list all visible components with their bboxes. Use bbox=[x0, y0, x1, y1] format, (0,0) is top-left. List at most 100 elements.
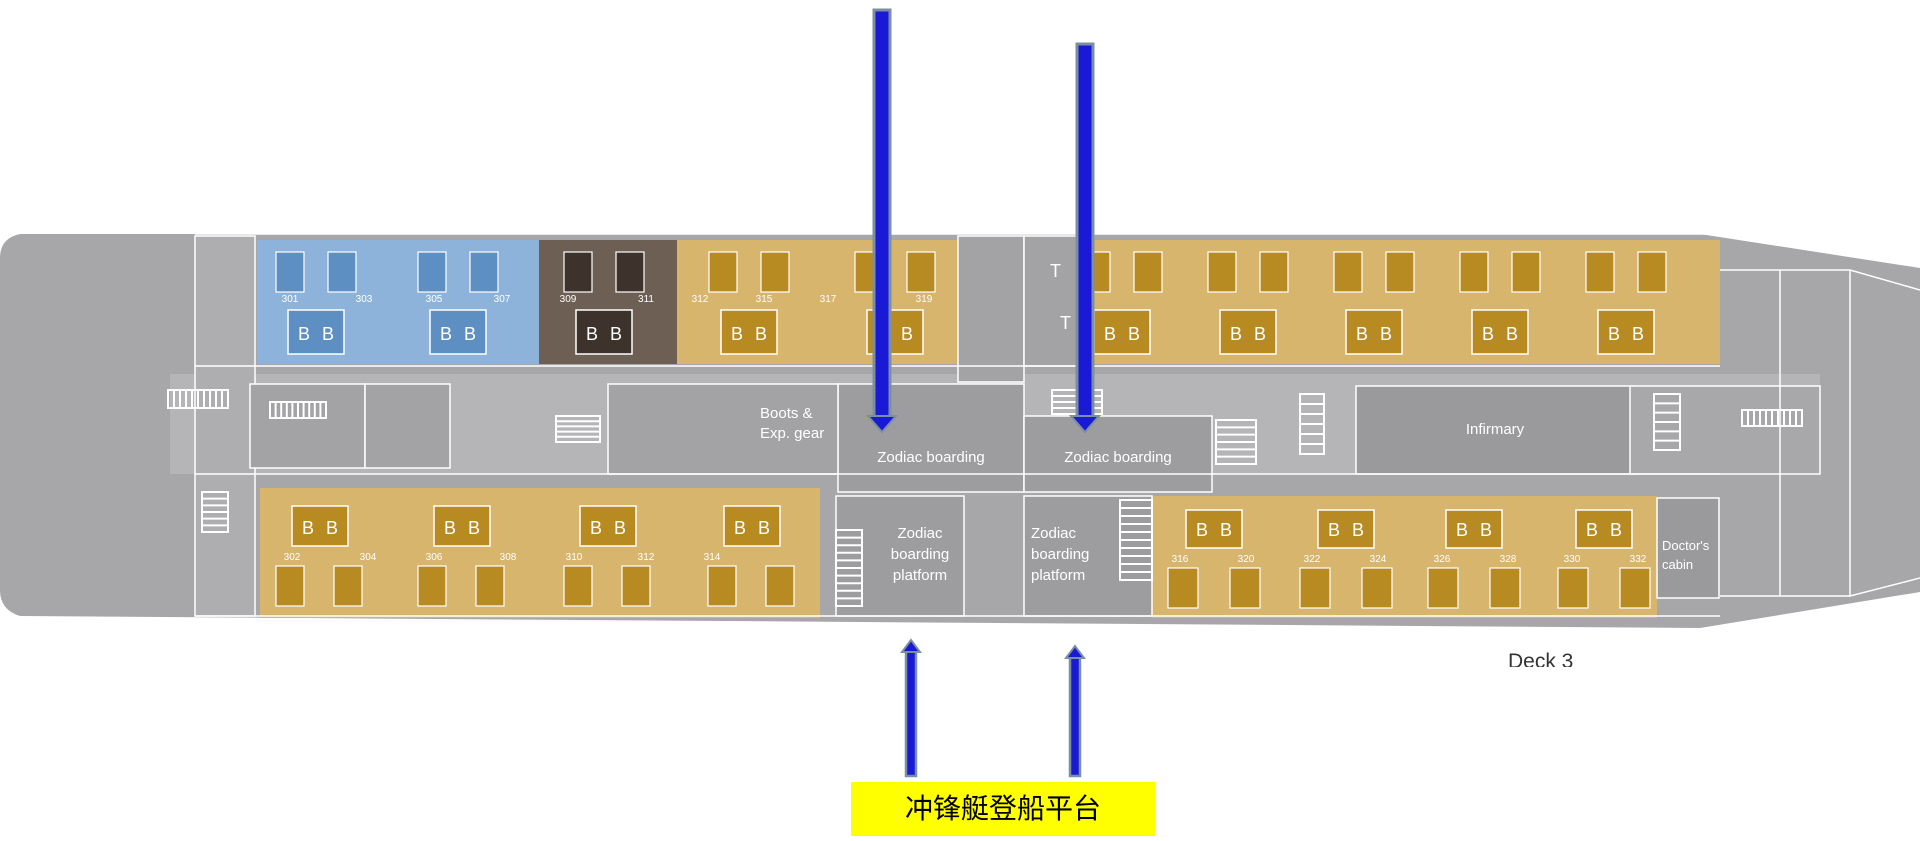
platform-left bbox=[835, 495, 965, 617]
bed-mark: B bbox=[1196, 520, 1208, 540]
cabin-bed bbox=[1259, 251, 1289, 293]
cabin-bed bbox=[765, 565, 795, 607]
bed-mark: B bbox=[1230, 324, 1242, 344]
bed-mark: B bbox=[1586, 520, 1598, 540]
stair-outline bbox=[1299, 393, 1325, 455]
cabin-number-bottom-right: 324 bbox=[1370, 554, 1387, 565]
platform-right-label-1: Zodiac bbox=[1031, 525, 1077, 542]
cabin-bed bbox=[1619, 567, 1651, 609]
bed-mark: B bbox=[326, 518, 338, 538]
stair-outline bbox=[1653, 393, 1681, 451]
bed-pair-top bbox=[1345, 309, 1403, 355]
bed-pair-top bbox=[1219, 309, 1277, 355]
bed-mark: B bbox=[322, 324, 334, 344]
bed-mark: B bbox=[901, 324, 913, 344]
bed-mark: B bbox=[1632, 324, 1644, 344]
cabin-number-bottom-right: 332 bbox=[1630, 554, 1647, 565]
cabin-bed bbox=[1557, 567, 1589, 609]
bed-mark: B bbox=[1506, 324, 1518, 344]
platform-left-label-1: Zodiac bbox=[897, 525, 943, 542]
stair-outline bbox=[1119, 499, 1153, 581]
bed-mark: B bbox=[731, 324, 743, 344]
bed-mark: B bbox=[610, 324, 622, 344]
bed-pair-bottom-right bbox=[1575, 509, 1633, 549]
cabin-number-top: 315 bbox=[756, 294, 773, 305]
stair-outline bbox=[1215, 419, 1257, 465]
cabin-number-top: 303 bbox=[356, 294, 373, 305]
bed-mark: B bbox=[1254, 324, 1266, 344]
store-room-2 bbox=[364, 383, 451, 469]
cabin-bed bbox=[275, 251, 305, 293]
cabin-number-bottom: 308 bbox=[500, 552, 517, 563]
platform-right-label-2: boarding bbox=[1031, 546, 1090, 563]
cabin-bed bbox=[1167, 567, 1199, 609]
cabin-number-bottom-right: 322 bbox=[1304, 554, 1321, 565]
bed-pair-top bbox=[287, 309, 345, 355]
bed-pair-bottom-right bbox=[1445, 509, 1503, 549]
bed-mark: B bbox=[1608, 324, 1620, 344]
platform-right-label-3: platform bbox=[1031, 567, 1086, 584]
cabin-number-top: 301 bbox=[282, 294, 299, 305]
bed-pair-top bbox=[1093, 309, 1151, 355]
bed-mark: B bbox=[298, 324, 310, 344]
arrow-bottom-left bbox=[900, 638, 922, 778]
boots-room bbox=[607, 383, 839, 475]
bed-pair-bottom bbox=[579, 505, 637, 547]
cabin-number-bottom: 302 bbox=[284, 552, 301, 563]
cabin-number-top: 309 bbox=[560, 294, 577, 305]
cabin-bed bbox=[1427, 567, 1459, 609]
doctor-label-2: cabin bbox=[1662, 557, 1694, 572]
stair-outline bbox=[1741, 409, 1803, 427]
boots-label: Boots & bbox=[760, 405, 813, 422]
bed-mark: B bbox=[1480, 520, 1492, 540]
cabin-bed bbox=[1207, 251, 1237, 293]
bed-mark: B bbox=[1352, 520, 1364, 540]
bed-mark: B bbox=[755, 324, 767, 344]
cabin-bed bbox=[1299, 567, 1331, 609]
stair-outline bbox=[555, 415, 601, 443]
cabin-bed bbox=[1333, 251, 1363, 293]
cabin-bed bbox=[1361, 567, 1393, 609]
toilet-label-2: T bbox=[1060, 313, 1071, 333]
cabin-bed bbox=[1489, 567, 1521, 609]
bed-mark: B bbox=[614, 518, 626, 538]
cabin-bed bbox=[708, 251, 738, 293]
cabin-number-bottom-right: 320 bbox=[1238, 554, 1255, 565]
arrow-top-left bbox=[865, 8, 899, 434]
stair-outline bbox=[167, 389, 229, 409]
bed-pair-bottom bbox=[723, 505, 781, 547]
cabin-bed bbox=[621, 565, 651, 607]
cabin-bed bbox=[563, 251, 593, 293]
cabin-bed bbox=[333, 565, 363, 607]
bed-pair-bottom bbox=[291, 505, 349, 547]
cabin-number-top: 312 bbox=[692, 294, 709, 305]
bed-pair-top bbox=[575, 309, 633, 355]
cabin-number-top: 311 bbox=[638, 294, 654, 305]
cabin-bed bbox=[615, 251, 645, 293]
bed-pair-top bbox=[1597, 309, 1655, 355]
bow-rooms bbox=[1720, 269, 1920, 597]
cabin-bed bbox=[563, 565, 593, 607]
bed-mark: B bbox=[1220, 520, 1232, 540]
cabin-number-bottom: 306 bbox=[426, 552, 443, 563]
deck-label: Deck 3 bbox=[1508, 650, 1574, 667]
stair-right bbox=[1629, 385, 1821, 475]
zodiac-boarding-right-label: Zodiac boarding bbox=[1064, 449, 1172, 466]
cabin-bed bbox=[1133, 251, 1163, 293]
cabin-bed bbox=[1459, 251, 1489, 293]
cabin-number-bottom-right: 328 bbox=[1500, 554, 1517, 565]
cabin-number-bottom-right: 330 bbox=[1564, 554, 1581, 565]
bed-mark: B bbox=[1456, 520, 1468, 540]
stair-core-top bbox=[957, 235, 1025, 383]
bed-pair-top bbox=[429, 309, 487, 355]
bed-pair-bottom-right bbox=[1317, 509, 1375, 549]
stair-outline bbox=[835, 529, 863, 607]
bed-mark: B bbox=[302, 518, 314, 538]
bed-mark: B bbox=[464, 324, 476, 344]
bed-mark: B bbox=[1128, 324, 1140, 344]
cabin-bed bbox=[417, 565, 447, 607]
cabin-number-bottom-right: 326 bbox=[1434, 554, 1451, 565]
toilet-block bbox=[1023, 235, 1081, 367]
